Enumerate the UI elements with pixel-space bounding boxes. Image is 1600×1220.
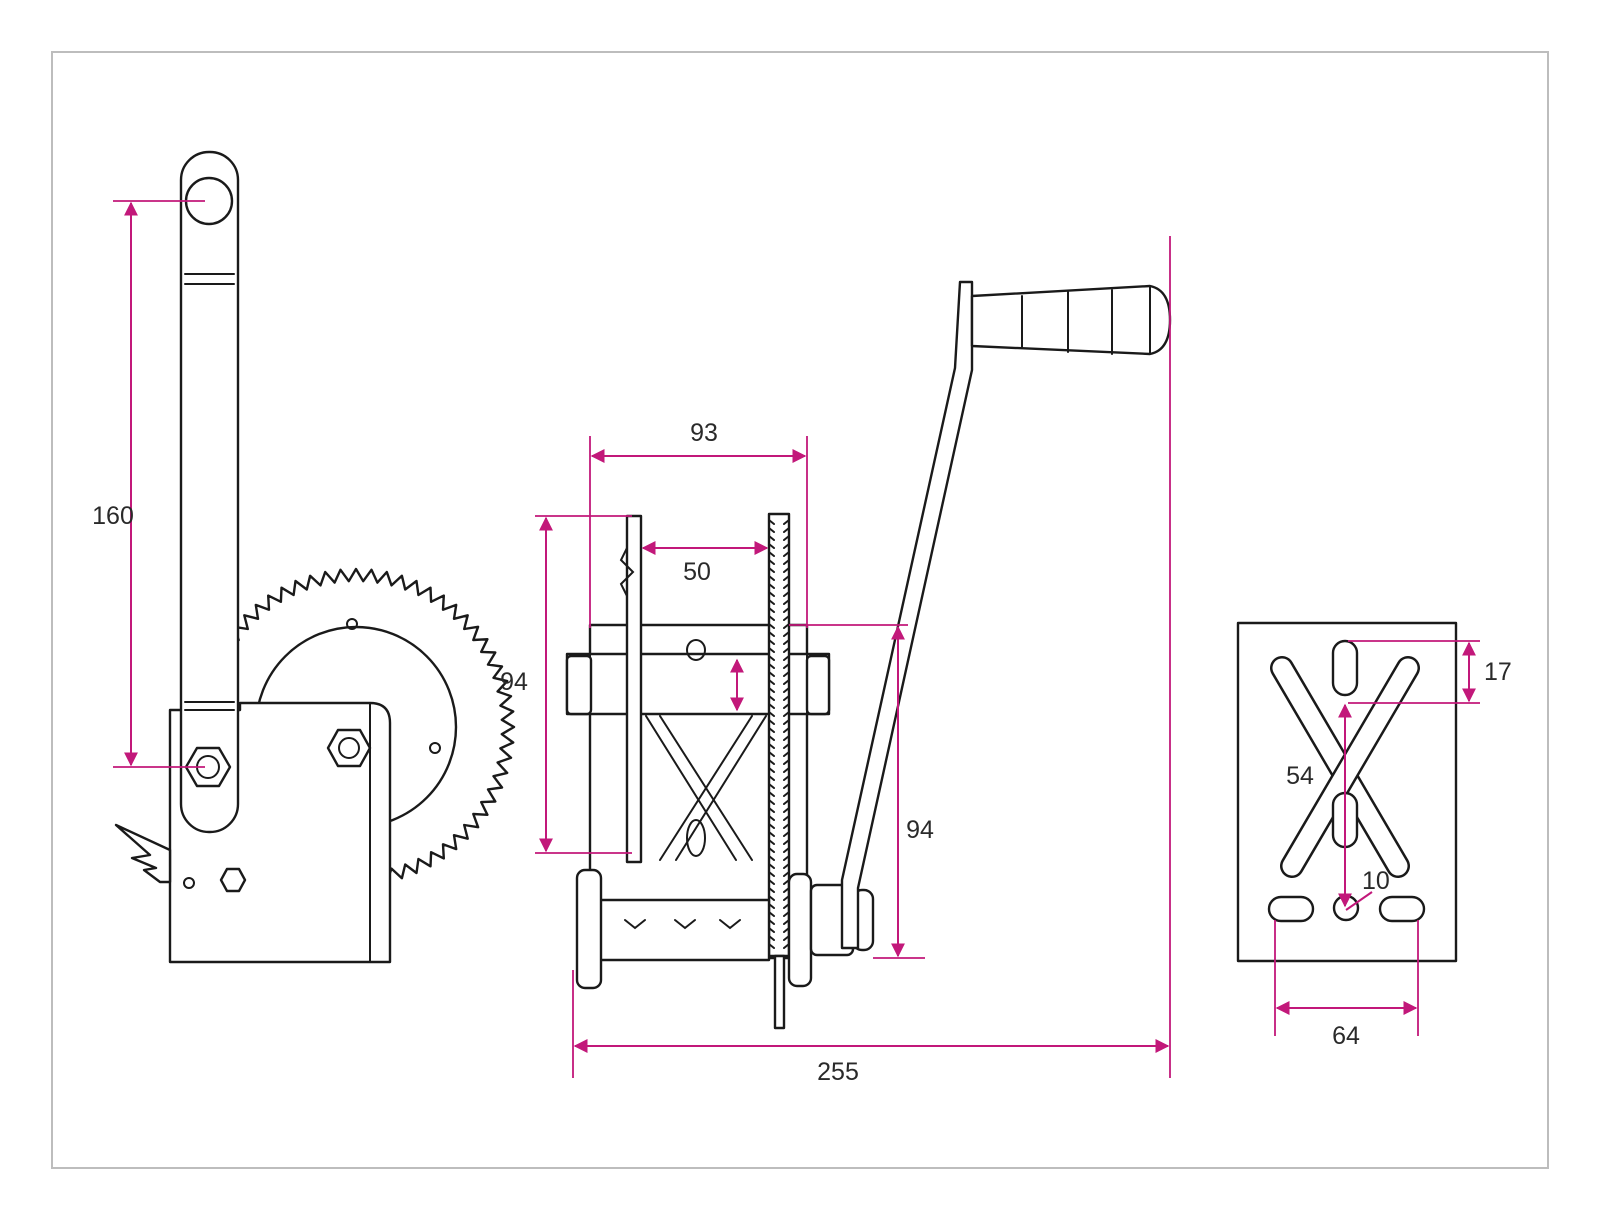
dim-label-64: 64 (1332, 1022, 1360, 1050)
gear-edge-teeth (768, 519, 790, 949)
small-hole (183, 877, 195, 889)
frame-slot (686, 819, 706, 857)
dim-label-255: 255 (817, 1058, 859, 1086)
dimension-94-right: 94 (789, 624, 934, 959)
dim-label-54: 54 (1286, 762, 1314, 790)
small-nut (219, 867, 247, 893)
drum-flange-left (575, 868, 603, 990)
dim-label-17: 17 (1484, 658, 1512, 686)
gear-hole (346, 618, 358, 630)
dimension-64: 64 (1274, 920, 1419, 1050)
bar-nut-right (805, 654, 831, 716)
dim-label-94-right: 94 (906, 816, 934, 844)
dimension-50: 50 (641, 541, 769, 586)
ratchet-pawl (114, 823, 172, 884)
dim-label-94-left: 94 (500, 668, 528, 696)
dim-label-93: 93 (690, 419, 718, 447)
bottom-slot-left (1267, 895, 1315, 923)
gear-shaft (773, 954, 786, 1030)
pawl-plate (625, 514, 643, 864)
drum-rope (624, 919, 741, 930)
dim-label-10: 10 (1362, 867, 1390, 895)
dimension-93: 93 (589, 419, 808, 628)
shaft-bolt-center (338, 737, 360, 759)
gear-hole (429, 742, 441, 754)
cable-drum (592, 898, 771, 962)
frame-slot (686, 639, 706, 661)
handle-arm (179, 150, 240, 834)
dimension-160: 160 (92, 200, 205, 768)
dimension-94-left: 94 (500, 515, 744, 854)
dim-label-160: 160 (92, 502, 134, 530)
dim-label-50: 50 (683, 558, 711, 586)
x-brace (659, 715, 753, 861)
top-slot (1331, 639, 1359, 697)
dimension-10: 10 (1345, 867, 1390, 911)
bottom-slot-right (1378, 895, 1426, 923)
pawl-spring (619, 547, 635, 597)
bar-nut-left (565, 654, 593, 716)
dimension-17: 17 (1348, 640, 1512, 704)
drum-flange-right (787, 872, 813, 988)
shaft-bolt (326, 728, 372, 768)
dimension-255: 255 (572, 236, 1171, 1086)
front-view (565, 280, 1172, 1030)
dimension-54: 54 (1286, 703, 1352, 908)
crank-grip (970, 284, 1172, 356)
side-view (114, 150, 516, 964)
